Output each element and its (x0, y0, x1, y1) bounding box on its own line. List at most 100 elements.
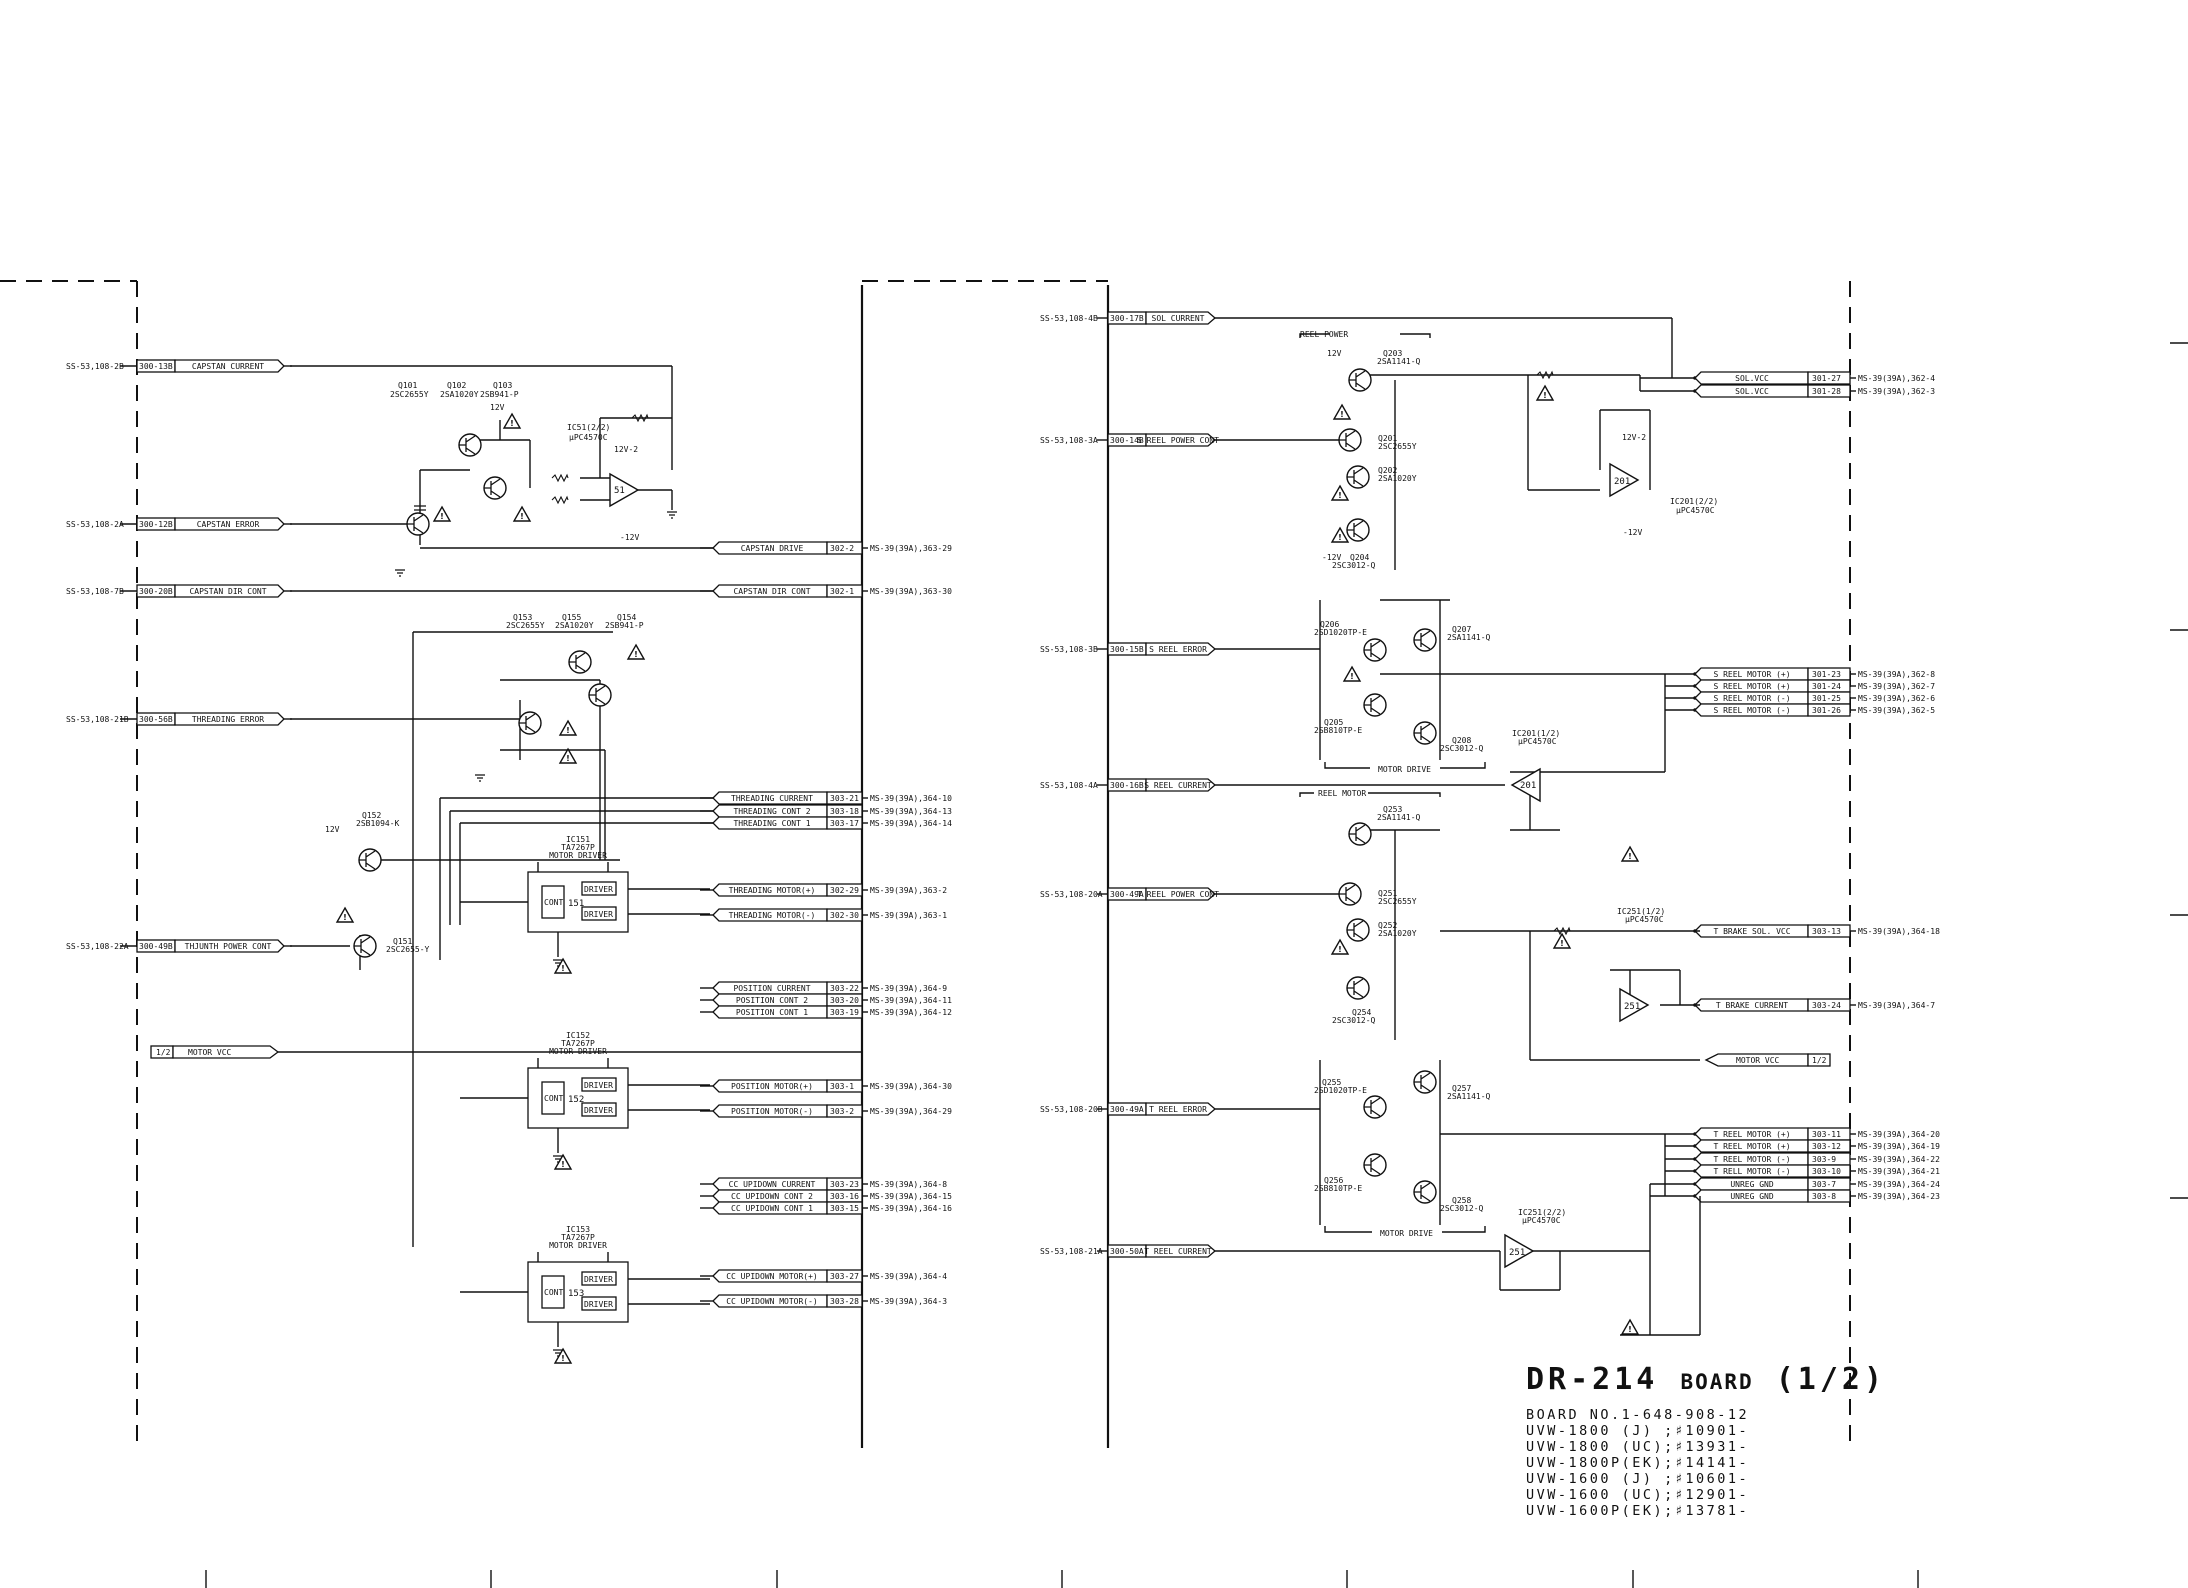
ic-part: TA7267P (561, 1039, 595, 1048)
r-input-ref: SS-53,108-20A (1040, 890, 1103, 899)
r-output-label: T REEL MOTOR (+) (1713, 1142, 1790, 1151)
input-ref: SS-53,108-22A (66, 942, 129, 951)
r-output-pin: 301-24 (1812, 682, 1841, 691)
q206-part: 2SD1020TP-E (1314, 628, 1367, 637)
input-pin: 300-12B (139, 520, 173, 529)
input-label: THREADING ERROR (192, 715, 264, 724)
r-output-dest: MS-39(39A),362-4 (1858, 374, 1935, 383)
r-output-label: UNREG GND (1730, 1180, 1774, 1189)
ic-part: TA7267P (561, 843, 595, 852)
r-input-ref: SS-53,108-4B (1040, 314, 1098, 323)
output-pin: 303-21 (830, 794, 859, 803)
frame-lines (0, 280, 2188, 1588)
input-pin: 300-13B (139, 362, 173, 371)
output-label: POSITION MOTOR(+) (731, 1082, 813, 1091)
ic-name: IC152 (566, 1031, 590, 1040)
output-label: THREADING MOTOR(-) (729, 911, 816, 920)
motor-drive-label-t: MOTOR DRIVE (1380, 1229, 1433, 1238)
q207-part: 2SA1141-Q (1447, 633, 1491, 642)
ic-driver-a: DRIVER (584, 1081, 613, 1090)
output-pin: 303-16 (830, 1192, 859, 1201)
output-label: CC UPIDOWN CONT 1 (731, 1204, 813, 1213)
r-input-label: S REEL CURRENT (1144, 781, 1212, 790)
r-output-dest: MS-39(39A),362-7 (1858, 682, 1935, 691)
r-input-label: T REEL POWER CONT (1137, 890, 1219, 899)
supply-12v-r: 12V (1327, 349, 1342, 358)
model-line-3: UVW-1800P(EK);♯14141- (1526, 1455, 1750, 1471)
output-label: CC UPIDOWN MOTOR(+) (726, 1272, 818, 1281)
q204-label: Q204 (1350, 553, 1369, 562)
r-output-label: SOL.VCC (1735, 374, 1769, 383)
output-dest: MS-39(39A),363-30 (870, 587, 952, 596)
output-dest: MS-39(39A),364-9 (870, 984, 947, 993)
r-output-label: T REEL MOTOR (-) (1713, 1155, 1790, 1164)
output-pin: 303-22 (830, 984, 859, 993)
ic-role: MOTOR DRIVER (549, 1241, 607, 1250)
input-label: CAPSTAN CURRENT (192, 362, 264, 371)
output-label: THREADING MOTOR(+) (729, 886, 816, 895)
r-output-label: S REEL MOTOR (+) (1713, 670, 1790, 679)
ic201-a-num: 201 (1614, 477, 1630, 487)
r-output-pin: 303-13 (1812, 927, 1841, 936)
supply-12v2-r: 12V-2 (1622, 433, 1646, 442)
board-title-word: BOARD (1680, 1370, 1754, 1394)
output-label: POSITION CURRENT (733, 984, 810, 993)
t-reel-section: REEL MOTOR Q253 2SA1141-Q Q251 2SC2655Y … (1215, 789, 1831, 1336)
output-label: CAPSTAN DIR CONT (733, 587, 810, 596)
r-output-label: S REEL MOTOR (-) (1713, 694, 1790, 703)
q251-part: 2SC2655Y (1378, 897, 1417, 906)
ic-num: 151 (568, 899, 584, 909)
r-output-dest: MS-39(39A),364-20 (1858, 1130, 1940, 1139)
r-output-pin: 301-26 (1812, 706, 1841, 715)
q204-part: 2SC3012-Q (1332, 561, 1376, 570)
output-pin: 303-28 (830, 1297, 859, 1306)
model-line-6: UVW-1600P(EK);♯13781- (1526, 1503, 1750, 1519)
ic-driver-b: DRIVER (584, 1300, 613, 1309)
input-label: THJUNTH POWER CONT (185, 942, 272, 951)
r-input-pin: 300-17B (1110, 314, 1144, 323)
ic251-a-part: μPC4570C (1625, 915, 1664, 924)
q207-label: Q207 (1452, 625, 1471, 634)
r-output-pin: 303-8 (1812, 1192, 1836, 1201)
output-pin: 303-23 (830, 1180, 859, 1189)
output-pin: 303-18 (830, 807, 859, 816)
r-output-pin: 303-24 (1812, 1001, 1841, 1010)
q151-part: 2SC2655-Y (386, 945, 430, 954)
output-dest: MS-39(39A),364-13 (870, 807, 952, 816)
output-dest: MS-39(39A),364-14 (870, 819, 952, 828)
q103-part: 2SB941-P (480, 390, 519, 399)
r-input-pin: 300-14B (1110, 436, 1144, 445)
r-input-ref: SS-53,108-3B (1040, 645, 1098, 654)
ic51-part: μPC4570C (569, 433, 608, 442)
q103-label: Q103 (493, 381, 512, 390)
ic-cont: CONT (544, 1288, 563, 1297)
q203-part: 2SA1141-Q (1377, 357, 1421, 366)
motor-vcc-label: MOTOR VCC (188, 1048, 232, 1057)
ic-cont: CONT (544, 1094, 563, 1103)
output-pin: 303-20 (830, 996, 859, 1005)
q253-label: Q253 (1383, 805, 1402, 814)
ic-driver-a: DRIVER (584, 1275, 613, 1284)
output-dest: MS-39(39A),364-3 (870, 1297, 947, 1306)
r-output-dest: MS-39(39A),364-24 (1858, 1180, 1940, 1189)
r-output-label: T RELL MOTOR (-) (1713, 1167, 1790, 1176)
model-line-2: UVW-1800 (UC);♯13931- (1526, 1439, 1750, 1455)
r-output-pin: 303-9 (1812, 1155, 1836, 1164)
ic-driver-a: DRIVER (584, 885, 613, 894)
r-input-pin: 300-49A (1110, 1105, 1144, 1114)
r-input-pin: 300-49A (1110, 890, 1144, 899)
q151-label: Q151 (393, 937, 412, 946)
r-input-ref: SS-53,108-20B (1040, 1105, 1103, 1114)
ic-role: MOTOR DRIVER (549, 851, 607, 860)
supply-neg12v-r: -12V (1623, 528, 1642, 537)
q256-label: Q256 (1324, 1176, 1343, 1185)
r-input-label: S REEL ERROR (1149, 645, 1207, 654)
ic-driver-b: DRIVER (584, 910, 613, 919)
supply-neg12v-a: -12V (620, 533, 639, 542)
ic-num: 152 (568, 1095, 584, 1105)
